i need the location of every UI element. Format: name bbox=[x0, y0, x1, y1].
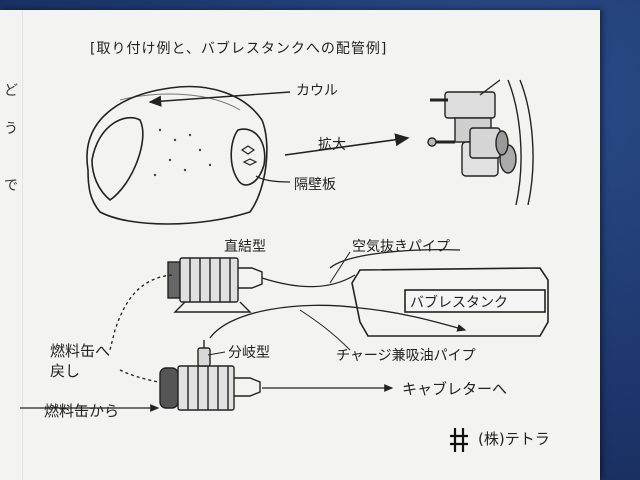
label-enlarged: 拡大 bbox=[318, 137, 346, 153]
cowl-pointer-arrow bbox=[148, 91, 291, 107]
label-air-vent-pipe: 空気抜きパイプ bbox=[352, 239, 450, 255]
label-branch-type: 分岐型 bbox=[228, 345, 270, 361]
fuel-lines bbox=[20, 249, 467, 412]
branch-type-filter bbox=[159, 340, 261, 411]
label-cowl: カウル bbox=[296, 83, 338, 99]
cowl-illustration bbox=[86, 85, 268, 225]
leader-lines bbox=[207, 251, 351, 356]
label-to-fuel-can-1: 燃料缶へ bbox=[50, 342, 111, 360]
label-charge-fuel-pipe: チャージ兼吸油パイプ bbox=[336, 348, 476, 364]
side-text-3: で bbox=[4, 178, 18, 194]
instruction-sheet bbox=[0, 10, 600, 480]
side-text-2: う bbox=[4, 121, 18, 137]
enlarged-tank-detail bbox=[427, 79, 534, 206]
label-to-carburetor: キャブレターへ bbox=[402, 380, 508, 398]
enlarge-arrow bbox=[284, 133, 410, 156]
label-bulkhead: 隔壁板 bbox=[294, 177, 336, 193]
label-bubbleless-tank: バブレスタンク bbox=[410, 295, 508, 311]
bubbleless-tank bbox=[351, 267, 549, 337]
label-to-fuel-can-2: 戻し bbox=[50, 362, 81, 380]
paper-fold bbox=[22, 10, 23, 480]
tetra-logo-icon bbox=[450, 428, 468, 452]
side-text-1: ど bbox=[4, 83, 18, 99]
label-from-fuel-can: 燃料缶から bbox=[44, 402, 120, 420]
label-direct-type: 直結型 bbox=[224, 239, 266, 255]
cowl-texture-dots bbox=[153, 128, 212, 177]
company-name: (株)テトラ bbox=[478, 430, 550, 448]
bulkhead-pointer-line bbox=[255, 175, 291, 183]
direct-type-filter bbox=[167, 257, 263, 313]
page-title: [取り付け例と、バブレスタンクへの配管例] bbox=[90, 41, 388, 57]
